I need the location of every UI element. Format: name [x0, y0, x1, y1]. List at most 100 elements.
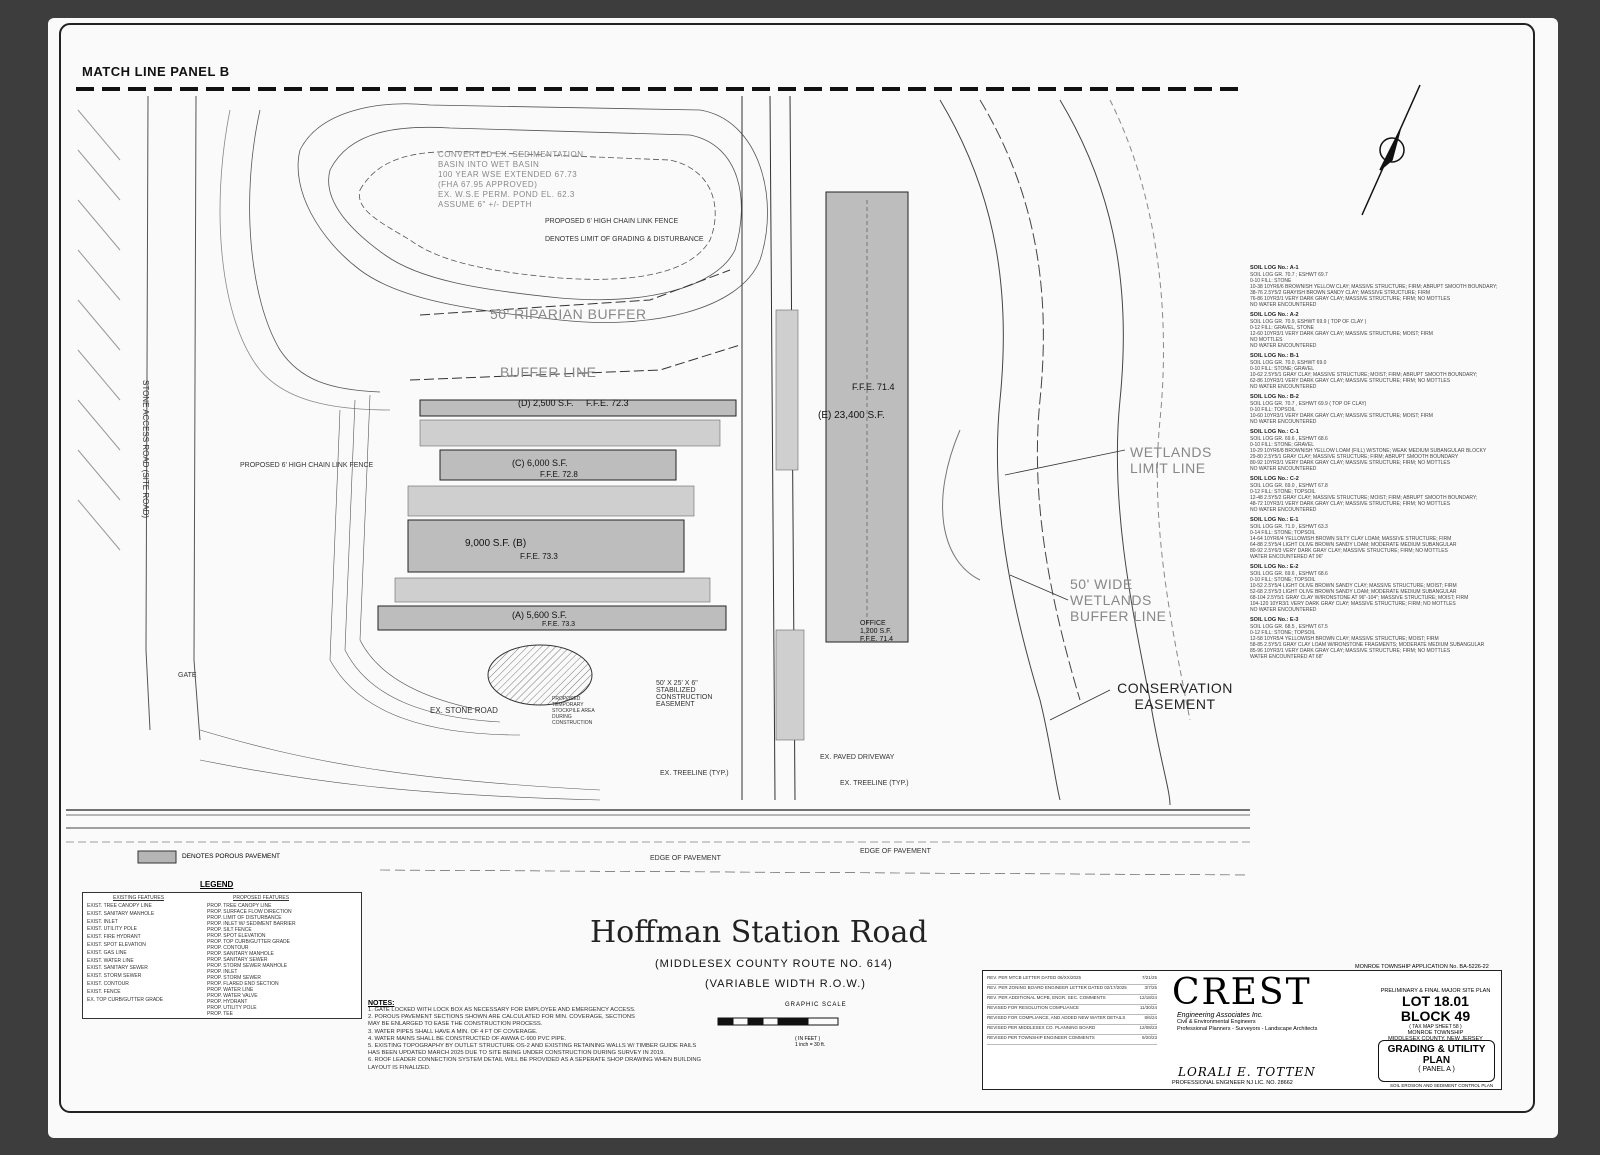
plan-title-box: GRADING & UTILITY PLAN ( PANEL A ) — [1378, 1040, 1495, 1082]
engineer-license: PROFESSIONAL ENGINEER NJ LIC. NO. 28662 — [1172, 1080, 1293, 1086]
graphic-scale-unit: ( IN FEET )1 inch = 30 ft. — [795, 1036, 826, 1048]
soil-log-line: 0-12 FILL: STONE; TOPSOIL — [1250, 489, 1316, 495]
north-arrow-icon — [1361, 84, 1421, 216]
soil-log-sub: SOIL LOG GR. 70.7 ; ESHWT 69.7 — [1250, 272, 1328, 278]
gate-label: GATE — [178, 672, 197, 679]
revision-text: REV. PER ADDITIONAL MCPB, ENGR. SEC. COM… — [987, 995, 1106, 1000]
edge-pavement-label-2: EDGE OF PAVEMENT — [860, 848, 931, 855]
stone-road-label: EX. STONE ROAD — [430, 706, 498, 715]
note-item: LAYOUT IS FINALIZED. — [368, 1064, 431, 1071]
stone-access-road — [77, 95, 201, 741]
legend-existing-item: EXIST. SPOT ELEVATION — [87, 941, 146, 948]
soil-log-line: 12-48 2.5Y5/2 GRAY CLAY; MASSIVE STRUCTU… — [1250, 495, 1478, 501]
legend-existing-item: EXIST. STORM SEWER — [87, 973, 142, 980]
soil-log-line: 10-29 10YR6/8 BROWNISH YELLOW LOAM (FILL… — [1250, 448, 1487, 454]
legend-proposed-item: PROP. SANITARY MANHOLE — [207, 951, 274, 957]
chain-fence-label-2: PROPOSED 6' HIGH CHAIN LINK FENCE — [240, 462, 374, 469]
legend-existing-item: EXIST. TREE CANOPY LINE — [87, 903, 152, 909]
soil-log-line: 12-58 10YR5/4 YELLOWISH BROWN CLAY; MASS… — [1250, 636, 1439, 642]
stone-access-label: STONE ACCESS ROAD (SITE ROAD) — [141, 380, 150, 519]
soil-log-line: 48-72 10YR3/1 VERY DARK GRAY CLAY; MASSI… — [1250, 501, 1451, 507]
revision-row: REVISED FOR COMPLIANCE, AND ADDED NEW WA… — [987, 1015, 1157, 1025]
engineer-name: LORALI E. TOTTEN — [1178, 1065, 1316, 1079]
soil-log-line: 68-104 2.5Y5/1 GRAY CLAY W/IRONSTONE AT … — [1250, 595, 1469, 601]
conservation-easement-label: CONSERVATION EASEMENT — [1117, 680, 1233, 712]
building-a-ffe: F.F.E. 73.3 — [542, 621, 576, 628]
note-item: HAS BEEN UPDATED MARCH 2025 DUE TO SITE … — [368, 1050, 665, 1057]
revision-date: 3/7/25 — [1144, 985, 1157, 990]
legend-proposed-item: PROP. SILT FENCE — [207, 927, 252, 933]
soil-log-line: 0-10 FILL: STONE; TOPSOIL — [1250, 577, 1316, 583]
notes-title: NOTES: — [368, 1000, 395, 1007]
soil-log-sub: SOIL LOG GR. 69.6 , ESHWT 68.6 — [1250, 436, 1328, 442]
soil-log-title: SOIL LOG No.: E-2 — [1250, 564, 1299, 570]
legend-existing-item: EXIST. FENCE — [87, 988, 121, 995]
road-route: (MIDDLESEX COUNTY ROUTE NO. 614) — [655, 958, 893, 970]
soil-log-sub: SOIL LOG GR. 70.9, ESHWT 69.9 ( TOP OF C… — [1250, 319, 1367, 325]
note-item: 5. EXISTING TOPOGRAPHY BY OUTLET STRUCTU… — [368, 1043, 697, 1050]
soil-log-line: 0-10 FILL: TOPSOIL — [1250, 407, 1296, 413]
revision-row: REVISED PER MIDDLESEX CO. PLANNING BOARD… — [987, 1025, 1157, 1035]
building-e-label: (E) 23,400 S.F. — [818, 410, 885, 421]
legend-existing-item: EXIST. WATER LINE — [87, 957, 134, 964]
porous-pavement-label: DENOTES POROUS PAVEMENT — [182, 853, 280, 860]
soil-log-line: 0-12 FILL: STONE; TOPSOIL — [1250, 630, 1316, 636]
building-e-ffe: F.F.E. 71.4 — [852, 382, 895, 392]
legend-existing-item: EXIST. UTILITY POLE — [87, 926, 137, 933]
legend-proposed-item: PROP. TEE — [207, 1011, 233, 1017]
note-item: MAY BE ENLARGED TO EASE THE CONSTRUCTION… — [368, 1021, 543, 1028]
building-c — [439, 449, 677, 481]
soil-log-title: SOIL LOG No.: B-1 — [1250, 353, 1299, 359]
soil-log-line: 38-76 2.5Y5/2 GRAYISH BROWN SANDY CLAY; … — [1250, 290, 1430, 296]
soil-log-title: SOIL LOG No.: C-1 — [1250, 429, 1299, 435]
disturbance-label: DENOTES LIMIT OF GRADING & DISTURBANCE — [545, 236, 704, 243]
legend-proposed-item: PROP. INLET W/ SEDIMENT BARRIER — [207, 921, 296, 927]
soil-log-line: WATER ENCOUNTERED AT 68" — [1250, 654, 1324, 660]
note-item: 1. GATE LOCKED WITH LOCK BOX AS NECESSAR… — [368, 1007, 636, 1013]
stockpile-area — [487, 644, 593, 706]
notes-section: NOTES: 1. GATE LOCKED WITH LOCK BOX AS N… — [368, 1000, 713, 1072]
legend-existing-item: EXIST. SANITARY MANHOLE — [87, 910, 155, 917]
soil-log-line: 85-96 10YR3/1 VERY DARK GRAY CLAY; MASSI… — [1250, 648, 1451, 654]
ex-paved-label: EX. PAVED DRIVEWAY — [820, 754, 895, 761]
soil-log-title: SOIL LOG No.: B-2 — [1250, 394, 1299, 400]
revision-text: REVISED PER MIDDLESEX CO. PLANNING BOARD — [987, 1025, 1096, 1030]
ex-treeline-label-2: EX. TREELINE (TYP.) — [840, 780, 909, 787]
revision-text: REVISED FOR COMPLIANCE, AND ADDED NEW WA… — [987, 1015, 1126, 1020]
wetlands-lines — [939, 99, 1191, 806]
revision-date: 9/20/23 — [1141, 1035, 1157, 1040]
legend-proposed-item: PROP. INLET — [207, 969, 238, 975]
legend-proposed-item: PROP. STORM SEWER MANHOLE — [207, 963, 288, 969]
soil-log-sub: SOIL LOG GR. 70.7 , ESHWT 69.9 ( TOP OF … — [1250, 401, 1367, 407]
legend-proposed-item: PROP. SURFACE FLOW DIRECTION — [207, 909, 292, 915]
legend-proposed-item: PROP. UTILITY POLE — [207, 1005, 257, 1011]
soil-log-line: NO WATER ENCOUNTERED — [1250, 302, 1317, 308]
legend-existing-item: EXIST. SANITARY SEWER — [87, 965, 148, 972]
soil-log-sub: SOIL LOG GR. 68.5 , ESHWT 67.5 — [1250, 624, 1328, 630]
building-b — [407, 519, 685, 573]
site-contours — [199, 394, 601, 801]
revision-date: 12/18/24 — [1139, 995, 1157, 1000]
construction-easement-label: 50' X 25' X 6" STABILIZED CONSTRUCTION E… — [656, 680, 713, 708]
soil-log-line: 52-68 2.5Y5/3 LIGHT OLIVE BROWN SANDY LO… — [1250, 589, 1457, 595]
revision-text: REV. PER ZONING BOARD ENGINEER LETTER DA… — [987, 985, 1127, 990]
buffer-lines — [409, 269, 741, 381]
chain-fence-label: PROPOSED 6' HIGH CHAIN LINK FENCE — [545, 218, 679, 225]
note-item: 6. ROOF LEADER CONNECTION SYSTEM DETAIL … — [368, 1057, 702, 1064]
legend-proposed-item: PROP. CONTOUR — [207, 945, 249, 951]
legend-proposed-item: PROP. STORM SEWER — [207, 975, 261, 981]
soil-log-sub: SOIL LOG GR. 71.0 , ESHWT 63.3 — [1250, 524, 1328, 530]
revision-text: REVISED FOR RESOLUTION COMPLIANCE — [987, 1005, 1080, 1010]
graphic-scale-title: GRAPHIC SCALE — [785, 1002, 847, 1008]
legend-existing-item: EX. TOP CURB/GUTTER GRADE — [87, 996, 164, 1003]
soil-log-line: 64-88 2.5Y5/4 LIGHT OLIVE BROWN SANDY LO… — [1250, 542, 1457, 548]
legend-proposed-item: PROP. HYDRANT — [207, 999, 248, 1005]
